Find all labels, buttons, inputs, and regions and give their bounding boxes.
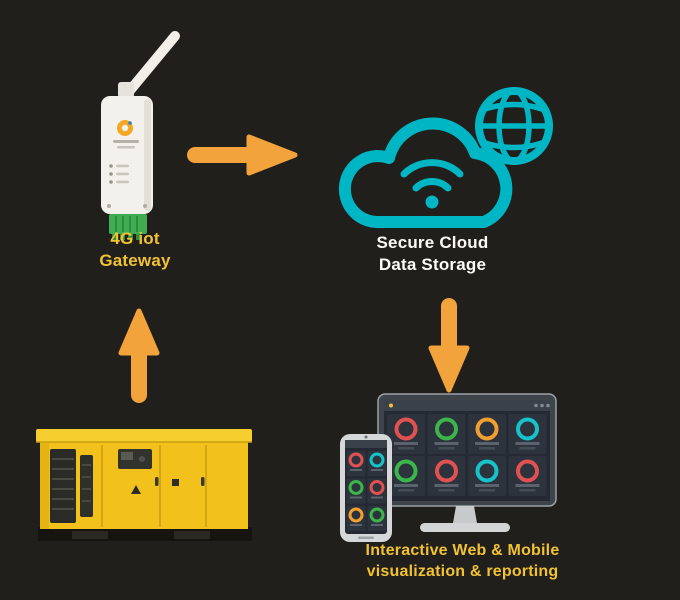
gateway-logo-icon [117, 120, 133, 136]
gauge-card [367, 478, 387, 504]
dashboard-label-line2: visualization & reporting [366, 563, 559, 580]
gauge-card [387, 414, 425, 454]
dashboard-label: Interactive Web & Mobile visualization &… [330, 540, 595, 582]
generator-control-panel [118, 449, 152, 469]
monitor-dashboard-topbar [384, 400, 550, 411]
terminal-block-icon [109, 214, 147, 240]
cloud-label-line2: Data Storage [378, 255, 487, 274]
dashboard-label-line1: Interactive Web & Mobile [365, 542, 560, 559]
cloud-wifi-globe-icon [338, 87, 553, 229]
arrow-up-icon [118, 308, 160, 403]
generator-vent-grille [50, 449, 93, 523]
phone-camera-icon [364, 435, 368, 439]
gauge-card [387, 456, 425, 496]
monitor-icon [377, 393, 557, 532]
phone-home-indicator [358, 536, 374, 539]
gauge-card [427, 456, 466, 496]
gateway-label-line2: Gateway [99, 251, 171, 270]
gauge-card [346, 478, 366, 504]
gauge-card [427, 414, 466, 454]
status-leds [109, 164, 129, 184]
arrow-down-icon [428, 298, 470, 393]
gauge-card [508, 456, 547, 496]
generator-base [38, 527, 252, 541]
gateway-label: 4G iot Gateway [55, 228, 215, 272]
arrow-right-icon [187, 134, 298, 176]
phone-dashboard-topbar [345, 440, 387, 448]
globe-icon [475, 87, 553, 165]
gauge-card [367, 506, 387, 531]
4g-iot-gateway-device-icon [101, 31, 180, 240]
gauge-card [468, 456, 506, 496]
gauge-card [508, 414, 547, 454]
gateway-body [101, 96, 153, 214]
monitor-stand [420, 506, 510, 532]
diesel-generator-icon [36, 429, 252, 541]
antenna-icon [118, 31, 180, 99]
desktop-and-mobile-dashboard-icon [340, 393, 557, 542]
phone-icon [340, 434, 392, 542]
cloud-label: Secure Cloud Data Storage [325, 232, 540, 276]
gateway-label-line1: 4G iot [110, 229, 160, 248]
gauge-card [367, 451, 387, 476]
generator-doors [101, 445, 207, 527]
gauge-card [346, 506, 366, 531]
cloud-label-line1: Secure Cloud [376, 233, 489, 252]
gauge-card [468, 414, 506, 454]
wifi-icon [400, 159, 464, 209]
gauge-card [346, 451, 366, 476]
cloud-outline [338, 117, 513, 229]
